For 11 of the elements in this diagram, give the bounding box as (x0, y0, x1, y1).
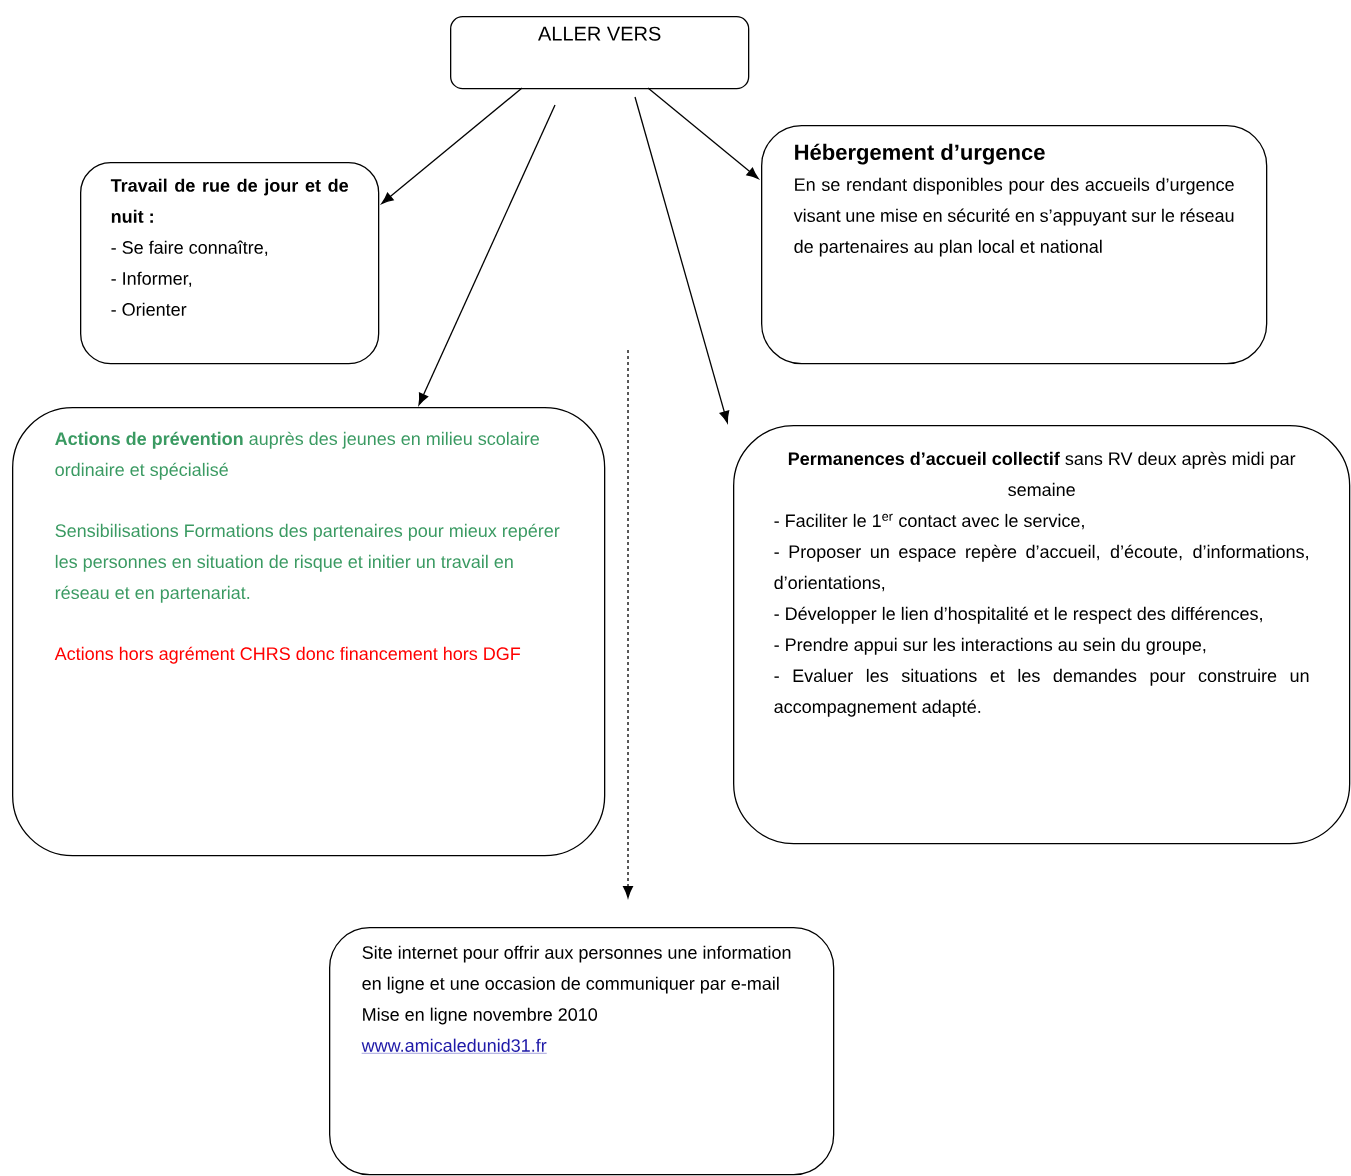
arrow (418, 104, 556, 406)
arrow (647, 87, 759, 180)
rounded-box: Travail de rue de jour et de nuit : - Se faire connaître, - Informer, - Orienter (80, 162, 380, 365)
rounded-box: ALLER VERS (450, 16, 750, 90)
rounded-box: Site internet pour offrir aux personnes une information en ligne et une occasion de communiquer par e-mail Mise en ligne novembre 2010 www.amicaledunid31.fr (329, 927, 835, 1176)
rounded-box: Actions de prévention auprès des jeunes en milieu scolaire ordinaire et spécialisé Sensibilisations Formations des partenaires pour mieux repérer les personnes en situation de risque et initier un travail en réseau et en partenariat. Actions hors agrément CHRS donc financement hors DGF (12, 407, 606, 857)
rounded-box: Hébergement d’urgence En se rendant disponibles pour des accueils d’urgence visant une mise en sécurité en s’appuyant sur le réseau de partenaires au plan local et national (761, 125, 1268, 365)
rounded-box: Permanences d’accueil collectif sans RV deux après midi par semaine - Faciliter le 1$^{er}$ contact avec le service, - Proposer un espace repère d’accueil, d’écoute, d’informations, d’orientations, - Développer le lien d’hospitalité et le respect des différences, - Prendre appui sur les interactions au sein du groupe, - Evaluer les situations et les demandes pour construire un accompagnement adapté. (733, 425, 1351, 845)
arrow (381, 87, 523, 205)
dashed-arrow (623, 349, 633, 899)
arrow (634, 96, 730, 424)
